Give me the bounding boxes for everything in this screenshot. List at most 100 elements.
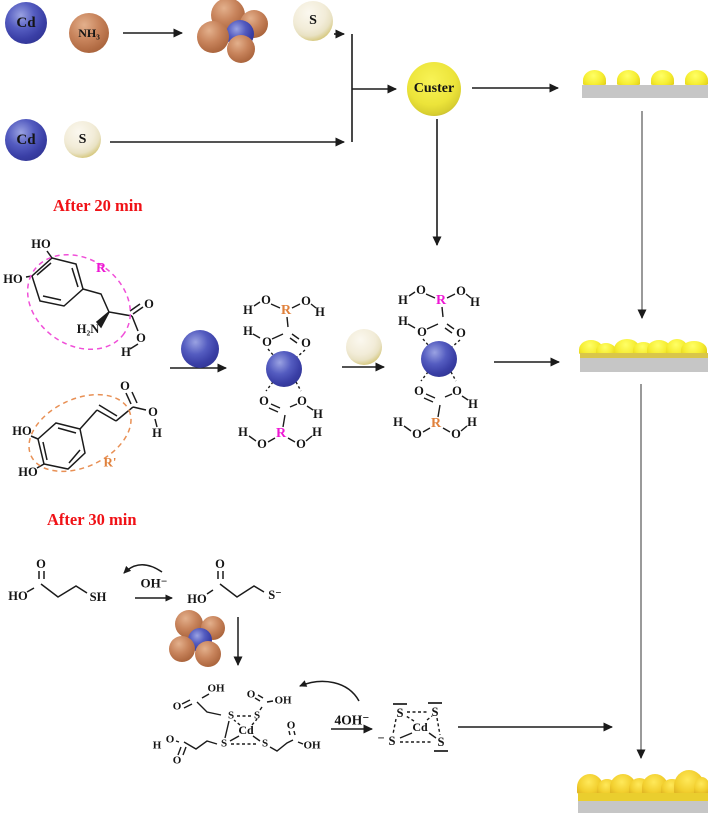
- substrate-2-bar: [580, 358, 708, 372]
- flow-lines: [636, 111, 647, 759]
- thiolate-carbonyl-o: O: [215, 556, 225, 571]
- cdthiolate-o: O: [172, 754, 182, 767]
- cd-sphere-1: Cd: [5, 2, 47, 44]
- ldopa-r-label: R: [95, 261, 107, 276]
- complex1-bonds: [248, 301, 317, 443]
- caffeic-ho-bottom: HO: [18, 464, 38, 479]
- cdthiolate-o: O: [172, 700, 182, 713]
- nanoparticle: [596, 343, 616, 354]
- nanoparticle: [617, 70, 640, 85]
- s-sphere-top: S: [293, 1, 333, 41]
- cds4-minus: −: [377, 730, 385, 745]
- cdthiolate-s: S: [227, 709, 235, 722]
- cds4-bonds: [392, 702, 448, 752]
- cdthiolate-o: O: [246, 688, 256, 701]
- caffeic-hydroxyl-h: H: [152, 425, 162, 440]
- cdthiolate-oh: OH: [303, 739, 321, 752]
- cd-sphere-2: Cd: [5, 119, 47, 161]
- cds4-cd: Cd: [412, 720, 428, 734]
- complex2-r-bottom: R: [430, 416, 442, 431]
- complex1-h: H: [238, 424, 248, 439]
- cdthiolate-oh: OH: [274, 694, 292, 707]
- complex1-r-bottom: R: [275, 426, 287, 441]
- complex1-h: H: [313, 406, 323, 421]
- r-prime-ellipse: [28, 393, 132, 473]
- ldopa-h2n: H₂N: [76, 321, 100, 336]
- complex2-h: H: [470, 294, 480, 309]
- cds4-s: S: [396, 705, 404, 720]
- after-30-min-heading: After 30 min: [47, 510, 137, 529]
- ldopa-bonds: [25, 250, 144, 350]
- caffeic-carbonyl-o: O: [120, 378, 130, 393]
- r-group-ellipse: [26, 253, 132, 351]
- complex2-r-top: R: [435, 293, 447, 308]
- complex2-o: O: [414, 383, 424, 398]
- cluster2-brown-sphere: [169, 636, 195, 662]
- cd-sphere-mid: [181, 330, 219, 368]
- s-sphere-mid: [346, 329, 382, 365]
- complex1-o: O: [261, 292, 271, 307]
- nanoparticle: [681, 341, 707, 354]
- cdthiolate-s: S: [220, 737, 228, 750]
- cdthiolate-s: S: [261, 737, 269, 750]
- nh3-sphere: NH₃: [69, 13, 109, 53]
- cd-sphere-2-label: Cd: [16, 131, 36, 148]
- cdthiolate-s: S: [253, 709, 261, 722]
- caffeic-bonds: [30, 391, 158, 470]
- nanoparticle: [583, 70, 606, 85]
- cluster2-brown-sphere: [195, 641, 221, 667]
- mpa-carbonyl-o: O: [36, 556, 46, 571]
- cluster1-brown-sphere: [197, 21, 229, 53]
- complex1-h: H: [312, 424, 322, 439]
- complex1-h: H: [315, 304, 325, 319]
- complex2-o: O: [456, 283, 466, 298]
- middle-row-arrows: [170, 357, 560, 373]
- nanoparticle: [647, 340, 671, 354]
- complex1-o: O: [257, 436, 267, 451]
- complex2-cd-sphere: [421, 341, 457, 377]
- complex1-r-top: R: [280, 303, 292, 318]
- complex1-o: O: [259, 393, 269, 408]
- bottom-row-arrows: [123, 564, 613, 734]
- complex1-o: O: [301, 293, 311, 308]
- complex2-h: H: [468, 396, 478, 411]
- complex1-o: O: [301, 335, 311, 350]
- complex2-h: H: [393, 414, 403, 429]
- cds4-s: S: [388, 733, 396, 748]
- cds4-s: S: [437, 734, 445, 749]
- cdthiolate-oh: OH: [207, 682, 225, 695]
- ldopa-ho-left: HO: [3, 271, 23, 286]
- cluster-sphere-label: Custer: [413, 81, 455, 96]
- complex1-cd-sphere: [266, 351, 302, 387]
- substrate-1-bar: [582, 85, 708, 98]
- ldopa-hydroxyl-h: H: [121, 344, 131, 359]
- complex2-o: O: [417, 324, 427, 339]
- complex2-bonds: [403, 291, 472, 433]
- ldopa-carbonyl-o: O: [144, 296, 154, 311]
- ldopa-hydroxyl-o: O: [136, 330, 146, 345]
- substrate-3-bar: [578, 801, 708, 813]
- complex2-o: O: [416, 282, 426, 297]
- complex1-o: O: [262, 334, 272, 349]
- substrate-3-film-layer: [578, 793, 708, 801]
- complex1-h: H: [243, 302, 253, 317]
- thiolate-s-minus: S⁻: [268, 587, 282, 602]
- complex2-o: O: [452, 383, 462, 398]
- cdthiolate-o: O: [165, 733, 175, 746]
- complex2-o: O: [412, 426, 422, 441]
- nanoparticle: [694, 777, 708, 794]
- cdthiolate-h: H: [152, 739, 162, 752]
- cd-sphere-1-label: Cd: [16, 14, 36, 31]
- caffeic-ho-top: HO: [12, 423, 32, 438]
- cdthiolate-o: O: [286, 719, 296, 732]
- mpa-bonds: [26, 571, 265, 598]
- s-sphere-row2: S: [64, 121, 101, 158]
- complex1-o: O: [297, 393, 307, 408]
- nanoparticle: [651, 70, 674, 85]
- nanoparticle: [577, 774, 603, 794]
- complex2-o: O: [451, 426, 461, 441]
- s-sphere-row2-label: S: [78, 131, 87, 147]
- after-20-min-heading: After 20 min: [53, 196, 143, 215]
